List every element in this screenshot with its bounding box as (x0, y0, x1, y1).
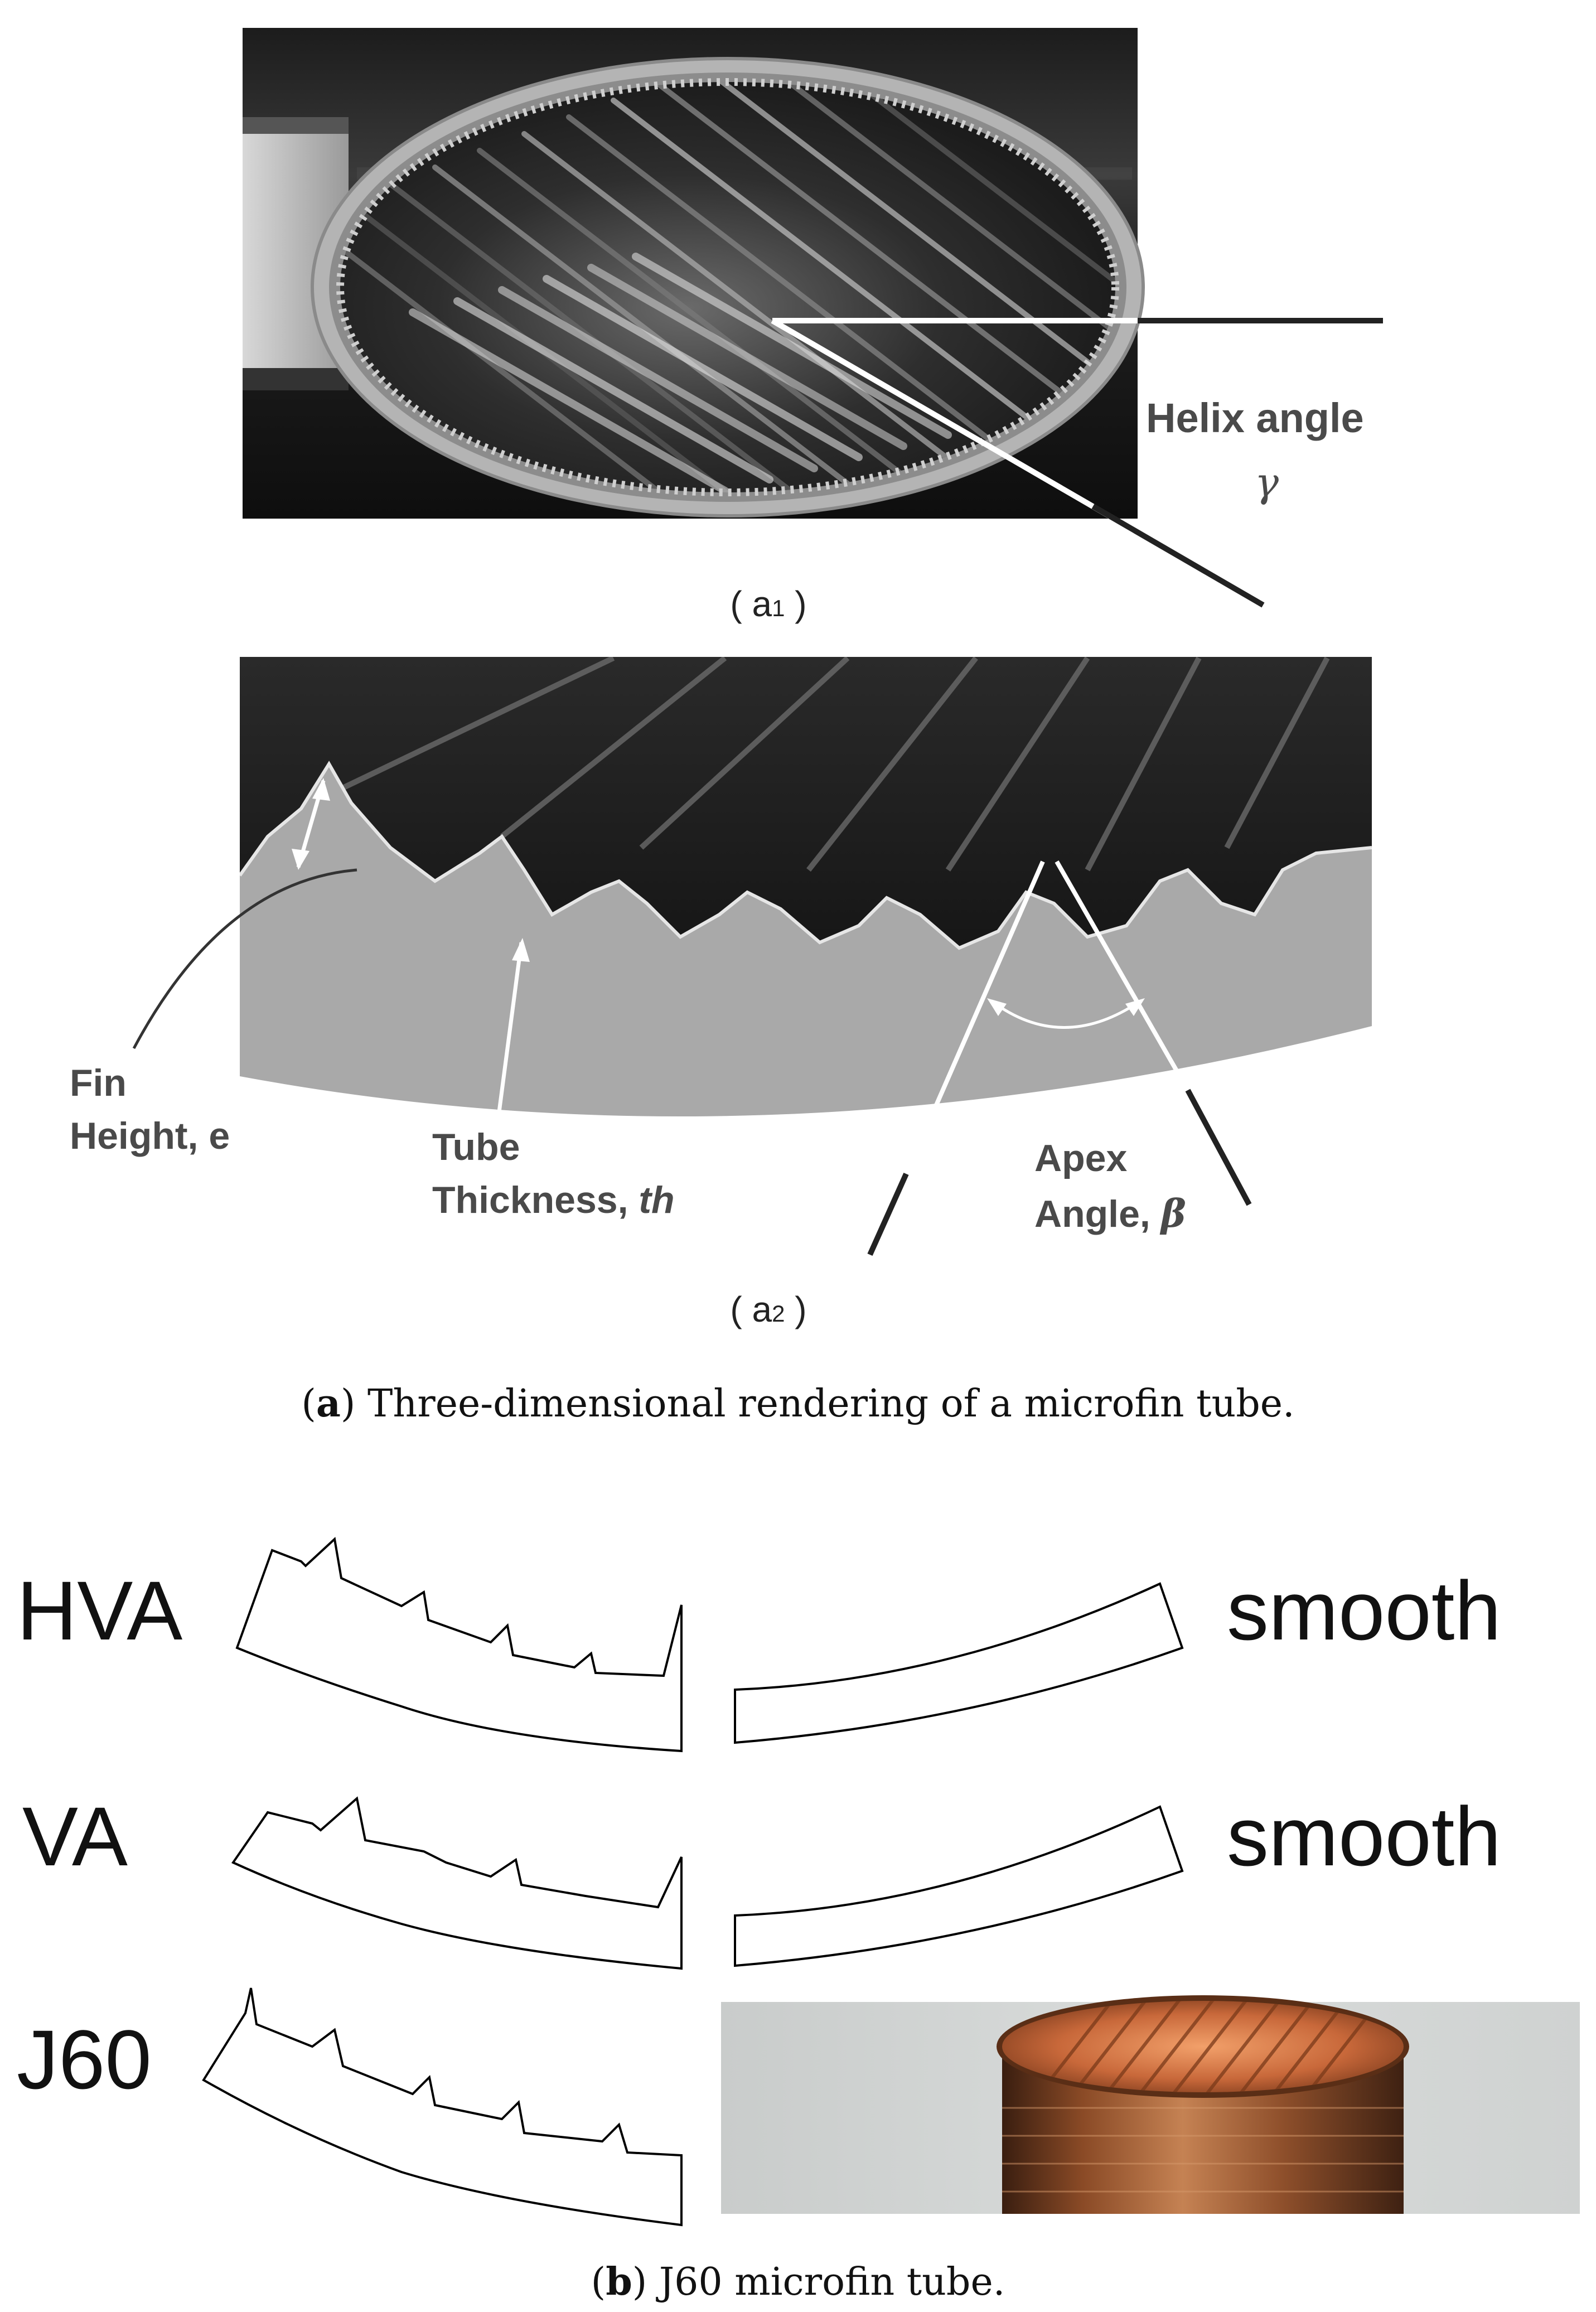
tube-photo-a1 (243, 28, 1145, 519)
fin-section-photo (240, 657, 1372, 1125)
label-a1: ( a1 ) (730, 584, 806, 624)
tube-thickness-label-2: Thickness, th (432, 1179, 675, 1221)
caption-a: (a) Three-dimensional rendering of a mic… (301, 1381, 1294, 1426)
apex-arc-head-left (987, 998, 1007, 1016)
tube-thickness-arrowhead-top (512, 938, 530, 962)
fin-height-arrowhead-bottom (292, 849, 309, 870)
apex-angle-label-1: Apex (1034, 1137, 1127, 1179)
apex-angle-label-2: Angle, β (1034, 1192, 1186, 1236)
tube-thickness-arrow (491, 942, 524, 1155)
profile-va (231, 1796, 683, 1970)
copper-tube-photo (721, 1995, 1580, 2214)
apex-angle-arc (990, 999, 1142, 1029)
row-label-hva: HVA (17, 1564, 182, 1657)
profile-va-smooth (734, 1805, 1184, 1967)
label-a2: ( a2 ) (730, 1289, 806, 1329)
fin-height-label-2: Height, e (70, 1115, 230, 1157)
helix-angle-label: Helix angle (1146, 395, 1364, 441)
row-right-smooth-2: smooth (1227, 1789, 1501, 1883)
apex-line-left (904, 860, 1045, 1175)
apex-line-left-ext (867, 1172, 909, 1256)
caption-b: (b) J60 microfin tube. (591, 2260, 1005, 2304)
panel-b (202, 1537, 1184, 2227)
fin-height-label-1: Fin (70, 1062, 127, 1104)
row-label-j60: J60 (17, 2013, 152, 2106)
profile-j60 (202, 1987, 683, 2227)
helix-angle-symbol: γ (1255, 459, 1279, 506)
fin-height-leader (132, 868, 357, 1049)
apex-arc-head-right (1125, 998, 1145, 1016)
apex-line-right (1055, 860, 1190, 1091)
panel-a1: Helix angle γ ( a1 ) (243, 28, 1383, 624)
row-right-smooth-1: smooth (1227, 1564, 1501, 1657)
tube-thickness-label-1: Tube (432, 1126, 520, 1168)
profile-hva (235, 1537, 683, 1753)
apex-line-right-ext (1185, 1089, 1252, 1206)
helix-fin-line-ext (1091, 504, 1265, 608)
profile-hva-smooth (734, 1582, 1184, 1744)
tube-thickness-arrowhead-bottom (485, 1136, 503, 1159)
row-label-va: VA (22, 1789, 128, 1883)
fin-height-arrowhead-top (312, 778, 330, 801)
panel-a2: Fin Height, e Tube Thickness, th Apex An… (70, 657, 1372, 1329)
